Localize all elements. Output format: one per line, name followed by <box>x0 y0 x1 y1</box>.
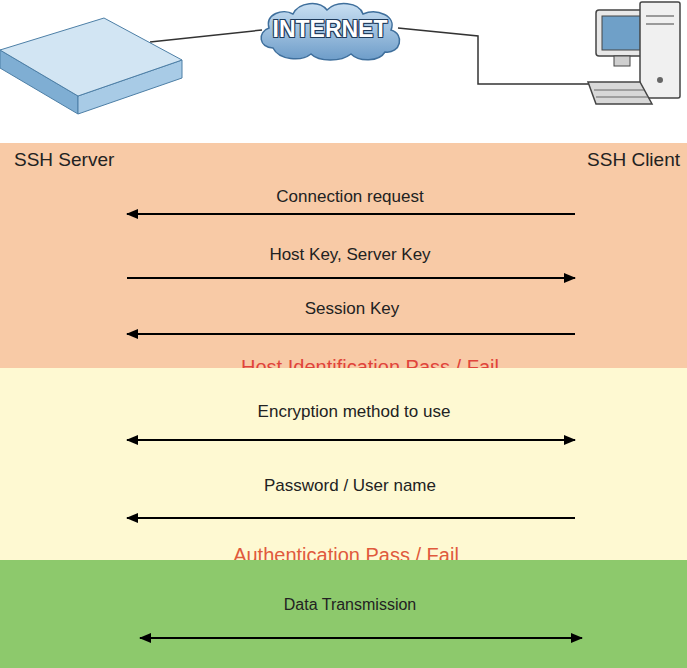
message-arrow <box>127 277 575 279</box>
message-arrow <box>140 637 582 639</box>
client-computer <box>588 2 680 104</box>
phase-band: Encryption method to usePassword / User … <box>0 368 687 560</box>
message-label: Data Transmission <box>284 595 417 614</box>
message-arrow <box>127 333 575 335</box>
network-wire <box>150 30 262 42</box>
cloud-label: INTERNET <box>273 16 388 44</box>
message-label: Connection request <box>276 187 423 207</box>
message-label: Password / User name <box>264 476 436 496</box>
endpoint-label: SSH Client <box>587 149 680 172</box>
internet-cloud: INTERNET <box>255 0 405 62</box>
message-arrow <box>127 213 575 215</box>
network-wire <box>398 28 596 84</box>
endpoint-label: SSH Server <box>14 149 114 172</box>
message-label: Session Key <box>305 299 400 319</box>
server-device <box>0 18 182 114</box>
message-label: Encryption method to use <box>258 402 451 422</box>
message-arrow <box>127 517 575 519</box>
message-label: Host Key, Server Key <box>269 245 430 265</box>
phase-band: Data Transmission <box>0 560 687 668</box>
message-arrow <box>127 439 575 441</box>
